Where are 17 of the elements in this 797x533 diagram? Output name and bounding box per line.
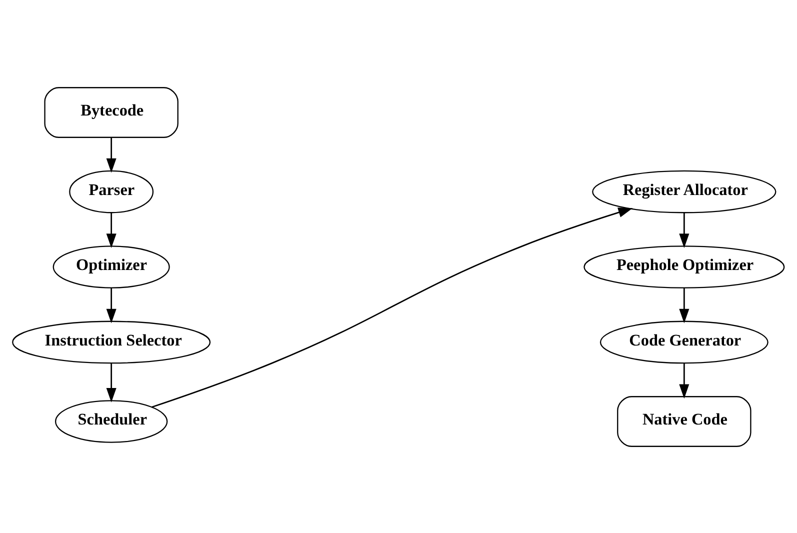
node-ellipse: Parser [69,170,154,213]
arrow [679,212,690,248]
arrow [106,362,116,402]
node-ellipse: Code Generator [600,320,768,364]
node-ellipse: Instruction Selector [12,320,211,364]
arrow [679,288,690,323]
arrow [106,212,116,248]
arrow [106,137,116,172]
node-ellipse: Peephole Optimizer [584,245,785,288]
arrow [679,362,690,398]
arrow [106,288,116,323]
node-ellipse: Register Allocator [592,170,776,213]
arrow [152,207,633,408]
node-box: Native Code [617,396,752,446]
node-ellipse: Optimizer [52,245,170,288]
node-box: Bytecode [44,86,178,138]
node-ellipse: Scheduler [54,400,168,442]
